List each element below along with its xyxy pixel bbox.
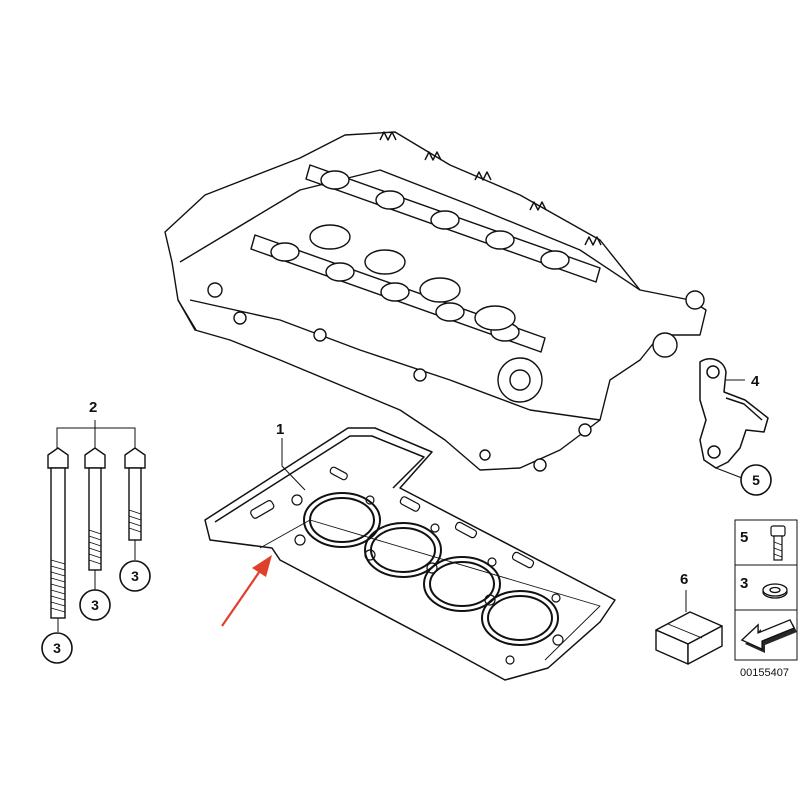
- callout-bracket: 4: [751, 373, 760, 390]
- head-gasket-illustration: [204, 427, 616, 681]
- callout-kit: 6: [680, 571, 688, 588]
- legend-washer-number: 3: [740, 575, 748, 592]
- svg-text:5: 5: [752, 472, 760, 488]
- callout-circle-bolt-c: 3: [119, 560, 151, 592]
- svg-text:3: 3: [131, 568, 139, 584]
- callout-bolt-set: 2: [89, 399, 97, 416]
- svg-text:3: 3: [91, 597, 99, 613]
- head-bolts-illustration: [47, 447, 146, 619]
- callout-circle-bolt-b: 3: [79, 589, 111, 621]
- socket-bolt-icon: [770, 525, 786, 561]
- svg-text:3: 3: [53, 640, 61, 656]
- arrow-icon: [740, 619, 797, 653]
- bracket-illustration: [699, 358, 769, 469]
- callout-gasket: 1: [276, 421, 284, 438]
- legend-panel: 5 3: [734, 519, 798, 661]
- callout-circle-bolt-a: 3: [41, 632, 73, 664]
- red-pointer-arrow: [221, 555, 272, 627]
- washer-icon: [762, 583, 788, 599]
- callout-circle-bracket-bolt: 5: [740, 464, 772, 496]
- legend-bolt-number: 5: [740, 529, 748, 546]
- kit-box-illustration: [655, 611, 723, 665]
- diagram-code: 00155407: [740, 667, 789, 679]
- cylinder-head-illustration: [164, 131, 707, 472]
- leader-lines: [56, 379, 745, 632]
